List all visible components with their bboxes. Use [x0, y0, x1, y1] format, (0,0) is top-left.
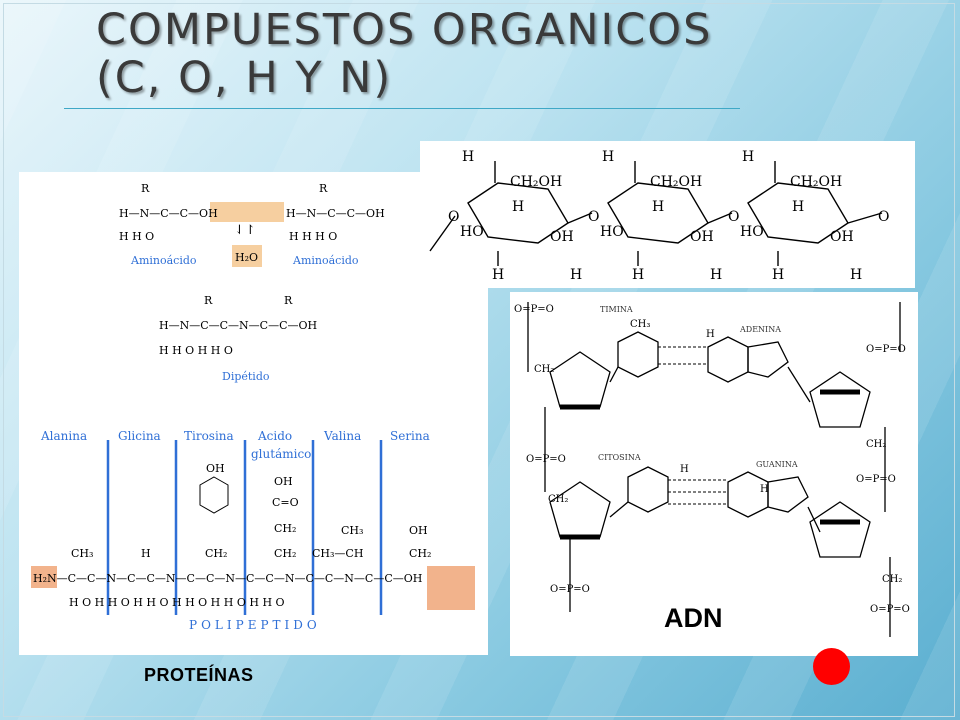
aminoacid-right-label: Aminoácido: [292, 254, 359, 267]
slide-frame: [3, 3, 955, 717]
svg-text:O=P=O: O=P=O: [526, 454, 566, 465]
svg-text:O: O: [728, 209, 739, 225]
svg-text:H: H: [850, 267, 862, 283]
red-dot-marker: [813, 648, 850, 685]
svg-text:H: H: [792, 199, 804, 215]
svg-text:H: H: [570, 267, 582, 283]
svg-text:H: H: [462, 149, 474, 165]
svg-text:CH₂OH: CH₂OH: [790, 174, 842, 190]
svg-text:H: H: [492, 267, 504, 283]
svg-text:H H O: H H O: [119, 230, 154, 243]
svg-text:HO: HO: [740, 224, 764, 240]
svg-text:O: O: [588, 209, 599, 225]
svg-text:H H H O: H H H O: [289, 230, 337, 243]
svg-text:H: H: [680, 464, 689, 475]
svg-text:CH₃: CH₃: [71, 547, 93, 560]
svg-text:O=P=O: O=P=O: [514, 304, 554, 315]
svg-text:HO: HO: [460, 224, 484, 240]
slide-title: COMPUESTOS ORGANICOS (C, O, H Y N): [96, 6, 712, 102]
svg-text:HO: HO: [600, 224, 624, 240]
svg-text:H: H: [512, 199, 524, 215]
svg-text:CH₃—CH: CH₃—CH: [312, 547, 363, 560]
svg-text:H H O H H O: H H O H H O: [159, 344, 233, 357]
svg-text:OH: OH: [274, 475, 293, 488]
residue-acido: Acido: [257, 429, 292, 443]
title-line-1: COMPUESTOS ORGANICOS: [96, 5, 713, 55]
svg-text:H O H H O H H O: H O H H O H H O H H O H H O H H O: [69, 596, 285, 609]
residue-valina: Valina: [323, 429, 361, 443]
svg-text:O=P=O: O=P=O: [856, 474, 896, 485]
svg-text:OH: OH: [690, 229, 714, 245]
svg-text:R: R: [141, 182, 150, 195]
title-underline: [64, 108, 740, 109]
svg-text:O=P=O: O=P=O: [870, 604, 910, 615]
svg-text:OH: OH: [830, 229, 854, 245]
svg-text:CH₂: CH₂: [548, 494, 568, 505]
svg-text:CH₂OH: CH₂OH: [650, 174, 702, 190]
svg-text:CH₂: CH₂: [205, 547, 227, 560]
svg-text:C=O: C=O: [272, 496, 299, 509]
svg-text:H: H: [706, 329, 715, 340]
svg-text:OH: OH: [409, 524, 428, 537]
residue-tirosina: Tirosina: [184, 429, 234, 443]
svg-text:H: H: [632, 267, 644, 283]
svg-text:R: R: [319, 182, 328, 195]
label-guanina: GUANINA: [756, 460, 798, 469]
dna-diagram: O=P=OO=P=O O=P=OO=P=O O=P=OO=P=O CH₂CH₂ …: [514, 302, 910, 637]
svg-text:O=P=O: O=P=O: [866, 344, 906, 355]
svg-text:O=P=O: O=P=O: [550, 584, 590, 595]
svg-text:O: O: [448, 209, 459, 225]
residue-glutamico: glutámico: [251, 447, 311, 461]
label-citosina: CITOSINA: [598, 453, 641, 462]
polypeptide-label: POLIPEPTIDO: [189, 618, 321, 632]
svg-text:H—N—C—C—N—C—C—OH: H—N—C—C—N—C—C—OH: [159, 319, 317, 332]
svg-text:R: R: [284, 294, 293, 307]
svg-text:H: H: [710, 267, 722, 283]
dipeptide-label: Dipétido: [222, 370, 270, 383]
svg-text:R: R: [204, 294, 213, 307]
svg-text:OH: OH: [206, 462, 225, 475]
svg-text:CH₂: CH₂: [534, 364, 554, 375]
svg-text:CH₂: CH₂: [274, 522, 296, 535]
residue-alanina: Alanina: [40, 429, 87, 443]
residue-serina: Serina: [390, 429, 430, 443]
svg-text:CH₂: CH₂: [882, 574, 902, 585]
svg-text:H₂O: H₂O: [235, 251, 258, 264]
svg-text:H: H: [652, 199, 664, 215]
label-timina: TIMINA: [600, 305, 633, 314]
svg-text:H₂N—C—C—N—C—C—N—C—C—N—C—C—N—C—: H₂N—C—C—N—C—C—N—C—C—N—C—C—N—C—C—N—C—C—OH: [33, 572, 422, 585]
svg-text:CH₂: CH₂: [866, 439, 886, 450]
svg-text:H: H: [141, 547, 151, 560]
residue-glicina: Glicina: [118, 429, 161, 443]
adn-label: ADN: [664, 603, 723, 633]
protein-figure: H—N—C—C—OH R H H O H—N—C—C—OH R H H H O …: [19, 172, 488, 655]
svg-text:CH₂: CH₂: [274, 547, 296, 560]
svg-text:H—N—C—C—OH: H—N—C—C—OH: [286, 207, 385, 220]
svg-text:CH₂: CH₂: [409, 547, 431, 560]
proteinas-label: PROTEÍNAS: [144, 665, 254, 685]
svg-text:CH₂OH: CH₂OH: [510, 174, 562, 190]
svg-text:H: H: [742, 149, 754, 165]
label-adenina: ADENINA: [739, 325, 781, 334]
svg-text:H: H: [760, 484, 769, 495]
aminoacid-left-label: Aminoácido: [130, 254, 197, 267]
title-line-2: (C, O, H Y N): [96, 53, 393, 103]
svg-text:O: O: [878, 209, 889, 225]
svg-text:CH₃: CH₃: [341, 524, 363, 537]
svg-text:CH₃: CH₃: [630, 319, 650, 330]
svg-text:H: H: [602, 149, 614, 165]
protein-diagram: H—N—C—C—OH R H H O H—N—C—C—OH R H H H O …: [31, 182, 475, 632]
svg-text:OH: OH: [550, 229, 574, 245]
svg-text:H: H: [772, 267, 784, 283]
svg-text:H—N—C—C—OH: H—N—C—C—OH: [119, 207, 218, 220]
svg-text:⇃↾: ⇃↾: [234, 223, 256, 238]
